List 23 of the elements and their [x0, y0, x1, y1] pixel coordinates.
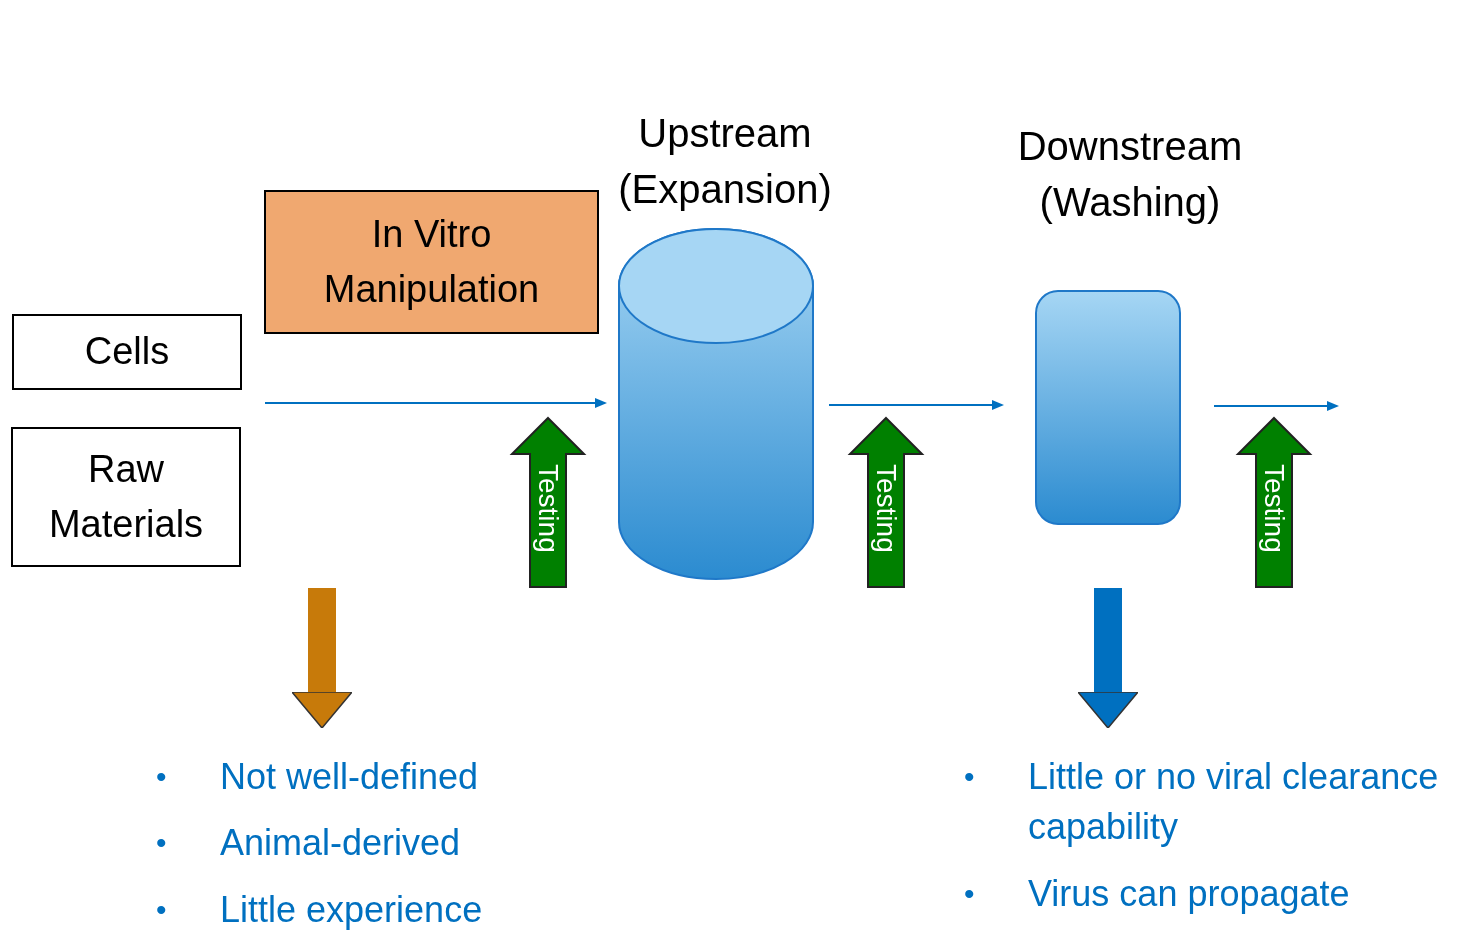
bullet-marker: •: [964, 876, 975, 910]
arrow-label: Testing: [872, 464, 900, 553]
bullet-item: Animal-derived: [220, 821, 461, 866]
stage-heading: Downstream (Washing): [1017, 124, 1243, 224]
bullet-item: Little or no viral clearance capability: [1028, 755, 1440, 850]
bullet-marker: •: [964, 760, 975, 793]
bullet-item: Little experience: [220, 887, 483, 932]
bullet-marker: •: [156, 760, 167, 793]
process-box: Raw Materials: [11, 427, 241, 567]
process-box: In Vitro Manipulation: [264, 190, 599, 334]
arrow-label: Testing: [1260, 464, 1288, 553]
arrow: [1214, 401, 1339, 411]
stage-heading: Upstream (Expansion): [618, 111, 832, 211]
arrow: [265, 398, 607, 408]
bullet-item: Virus can propagate: [1028, 871, 1350, 916]
arrow: [829, 400, 1004, 410]
block-arrow: [1077, 588, 1139, 729]
arrow-label: Testing: [534, 464, 562, 553]
bullet-item: Not well-defined: [220, 755, 479, 799]
bullet-marker: •: [156, 826, 167, 860]
process-box: Cells: [12, 314, 242, 390]
bullet-marker: •: [156, 892, 167, 926]
block-arrow: [291, 588, 353, 729]
